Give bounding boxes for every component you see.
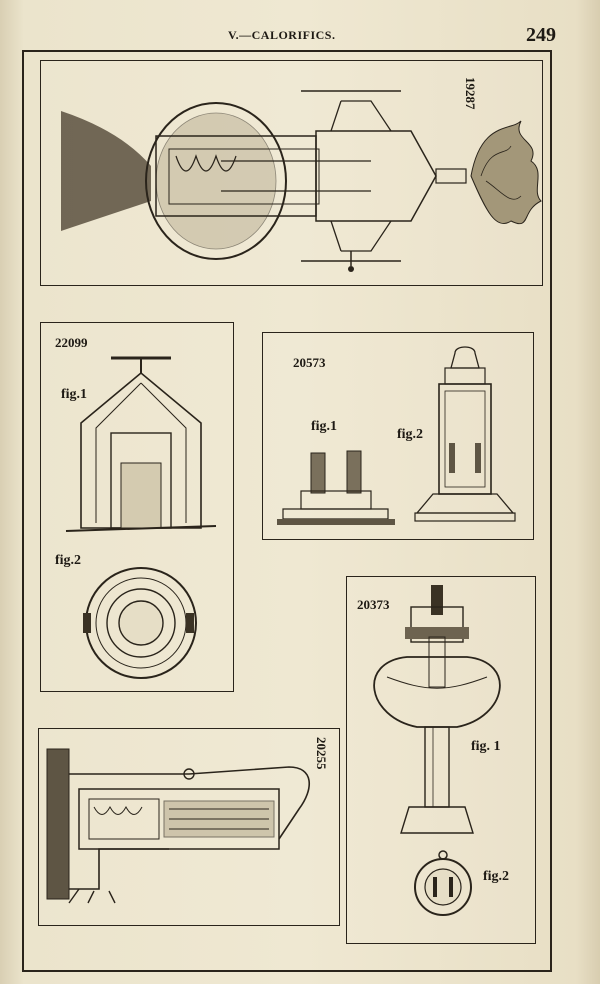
fig-label-20373-2: fig.2 xyxy=(483,869,510,884)
panel-19287: 19287 xyxy=(40,60,543,286)
patent-number-20573: 20573 xyxy=(293,355,326,370)
fig-label-20573-1: fig.1 xyxy=(311,419,338,434)
patent-number-19287: 19287 xyxy=(463,77,478,110)
running-head: V.—CALORIFICS. 249 xyxy=(0,24,600,46)
fig-label-20373-1: fig. 1 xyxy=(471,739,501,754)
illustration-20373 xyxy=(373,585,501,916)
section-title: V.—CALORIFICS. xyxy=(228,28,336,42)
patent-number-20373: 20373 xyxy=(357,597,390,612)
illustration-20255 xyxy=(46,748,311,904)
illustration-19287 xyxy=(61,90,542,272)
illustration-22099 xyxy=(65,356,217,679)
fig-label-20573-2: fig.2 xyxy=(397,427,424,442)
illustration-20573 xyxy=(277,346,516,525)
fig-label-22099-2: fig.2 xyxy=(55,553,82,568)
panel-20573: 20573 fig.1 fig.2 xyxy=(262,332,534,540)
page-number: 249 xyxy=(526,24,556,46)
panel-22099: 22099 fig.1 fig.2 xyxy=(40,322,234,692)
patent-number-22099: 22099 xyxy=(55,335,88,350)
panel-20255: 20255 xyxy=(38,728,340,926)
plate-frame xyxy=(22,50,552,972)
patent-number-20255: 20255 xyxy=(314,737,329,770)
fig-label-22099-1: fig.1 xyxy=(61,387,88,402)
panel-20373: 20373 fig. 1 fig.2 xyxy=(346,576,536,944)
